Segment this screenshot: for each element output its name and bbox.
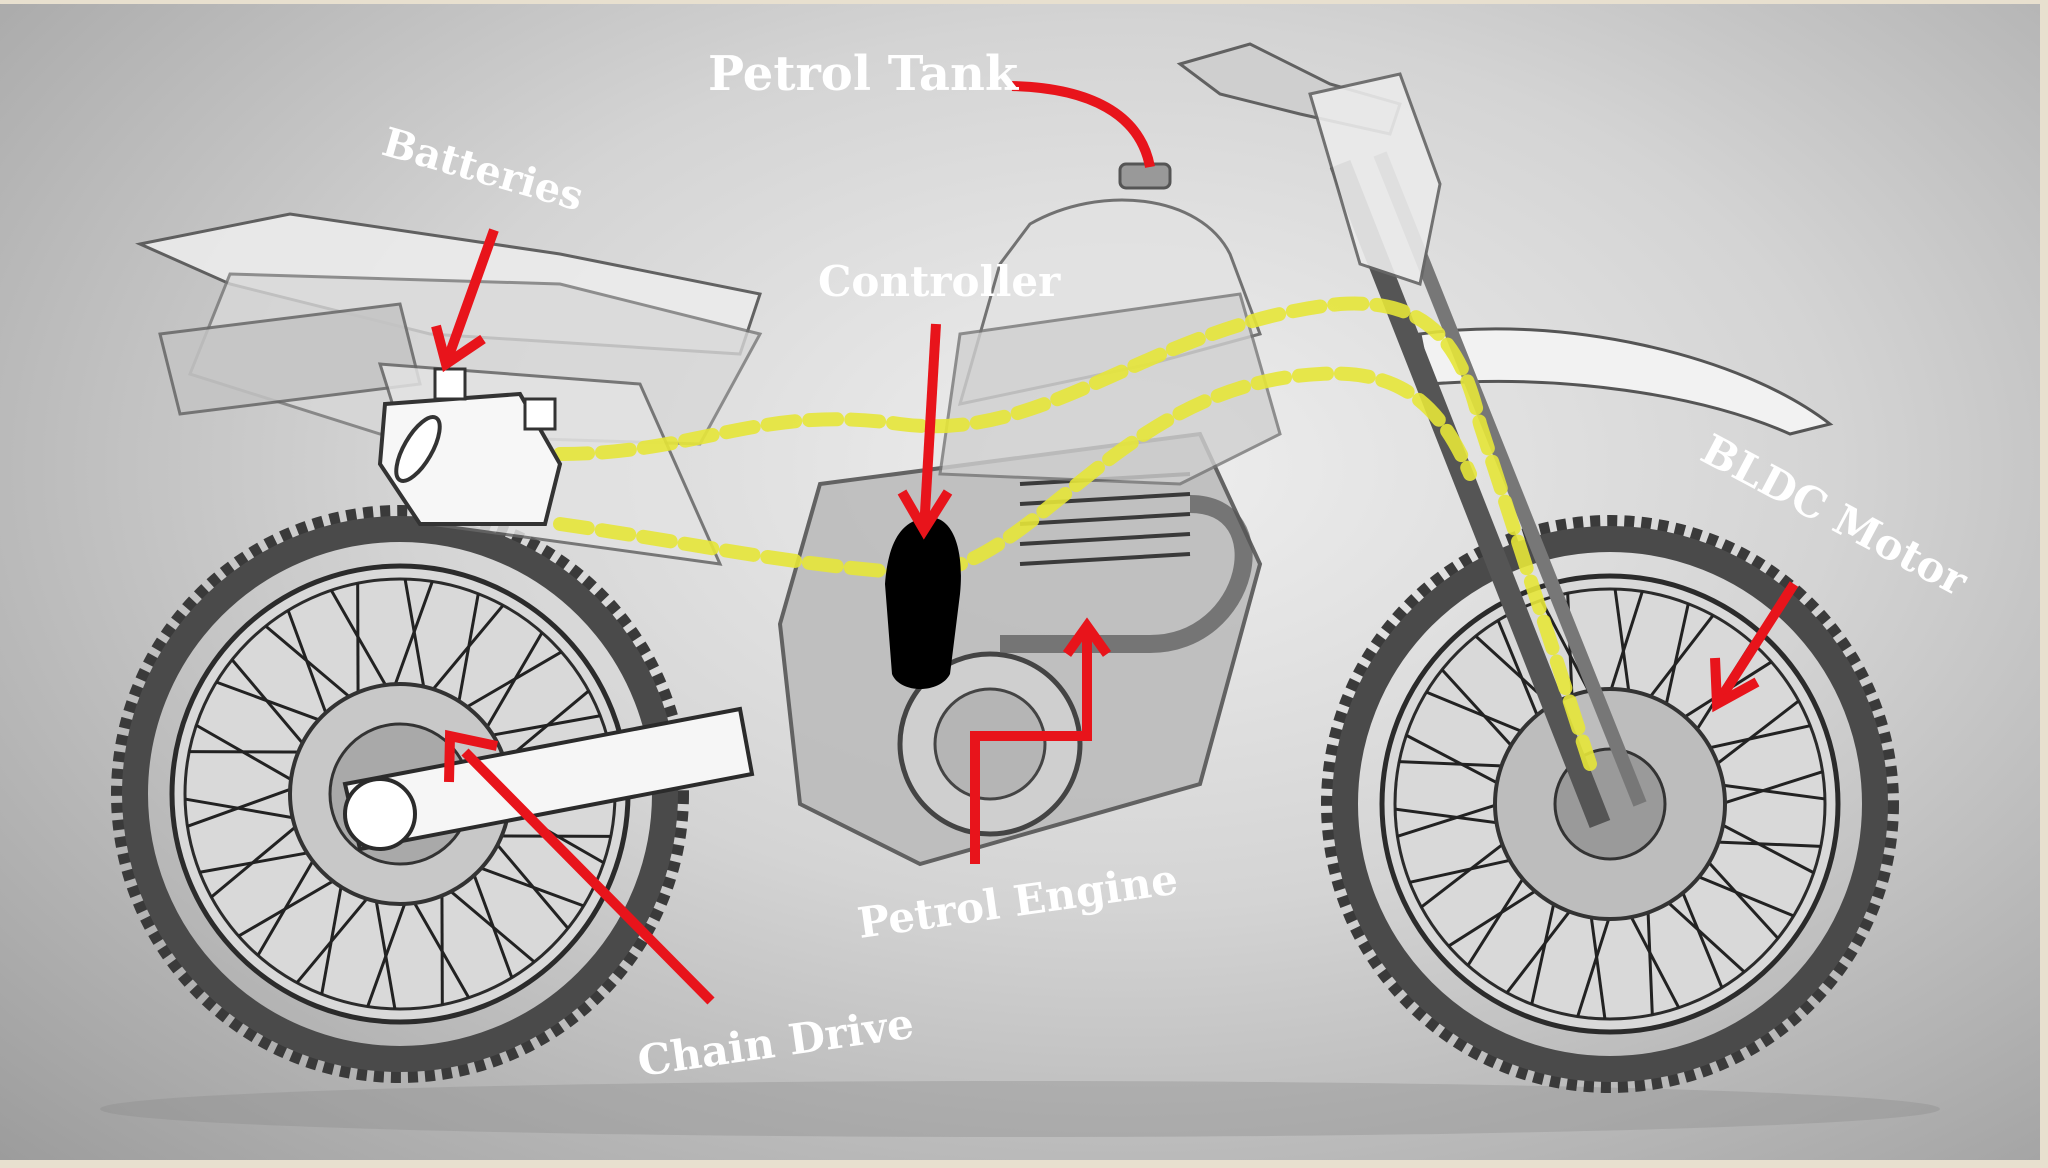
diagram-canvas: Petrol Tank Batteries Controller BLDC Mo…	[0, 4, 2040, 1160]
ground-shadow	[100, 1081, 1940, 1137]
label-petrol-engine: Petrol Engine	[855, 855, 1181, 948]
label-chain-drive: Chain Drive	[635, 999, 917, 1086]
label-controller: Controller	[818, 257, 1061, 306]
label-batteries: Batteries	[377, 118, 588, 220]
arrow-petrol-tank	[1012, 86, 1150, 167]
front-wheel	[1328, 522, 1892, 1086]
engine-block	[780, 434, 1260, 864]
label-petrol-tank: Petrol Tank	[708, 46, 1020, 102]
controller-box	[885, 517, 961, 689]
hybrid-motorcycle-diagram: Petrol Tank Batteries Controller BLDC Mo…	[0, 4, 2040, 1160]
